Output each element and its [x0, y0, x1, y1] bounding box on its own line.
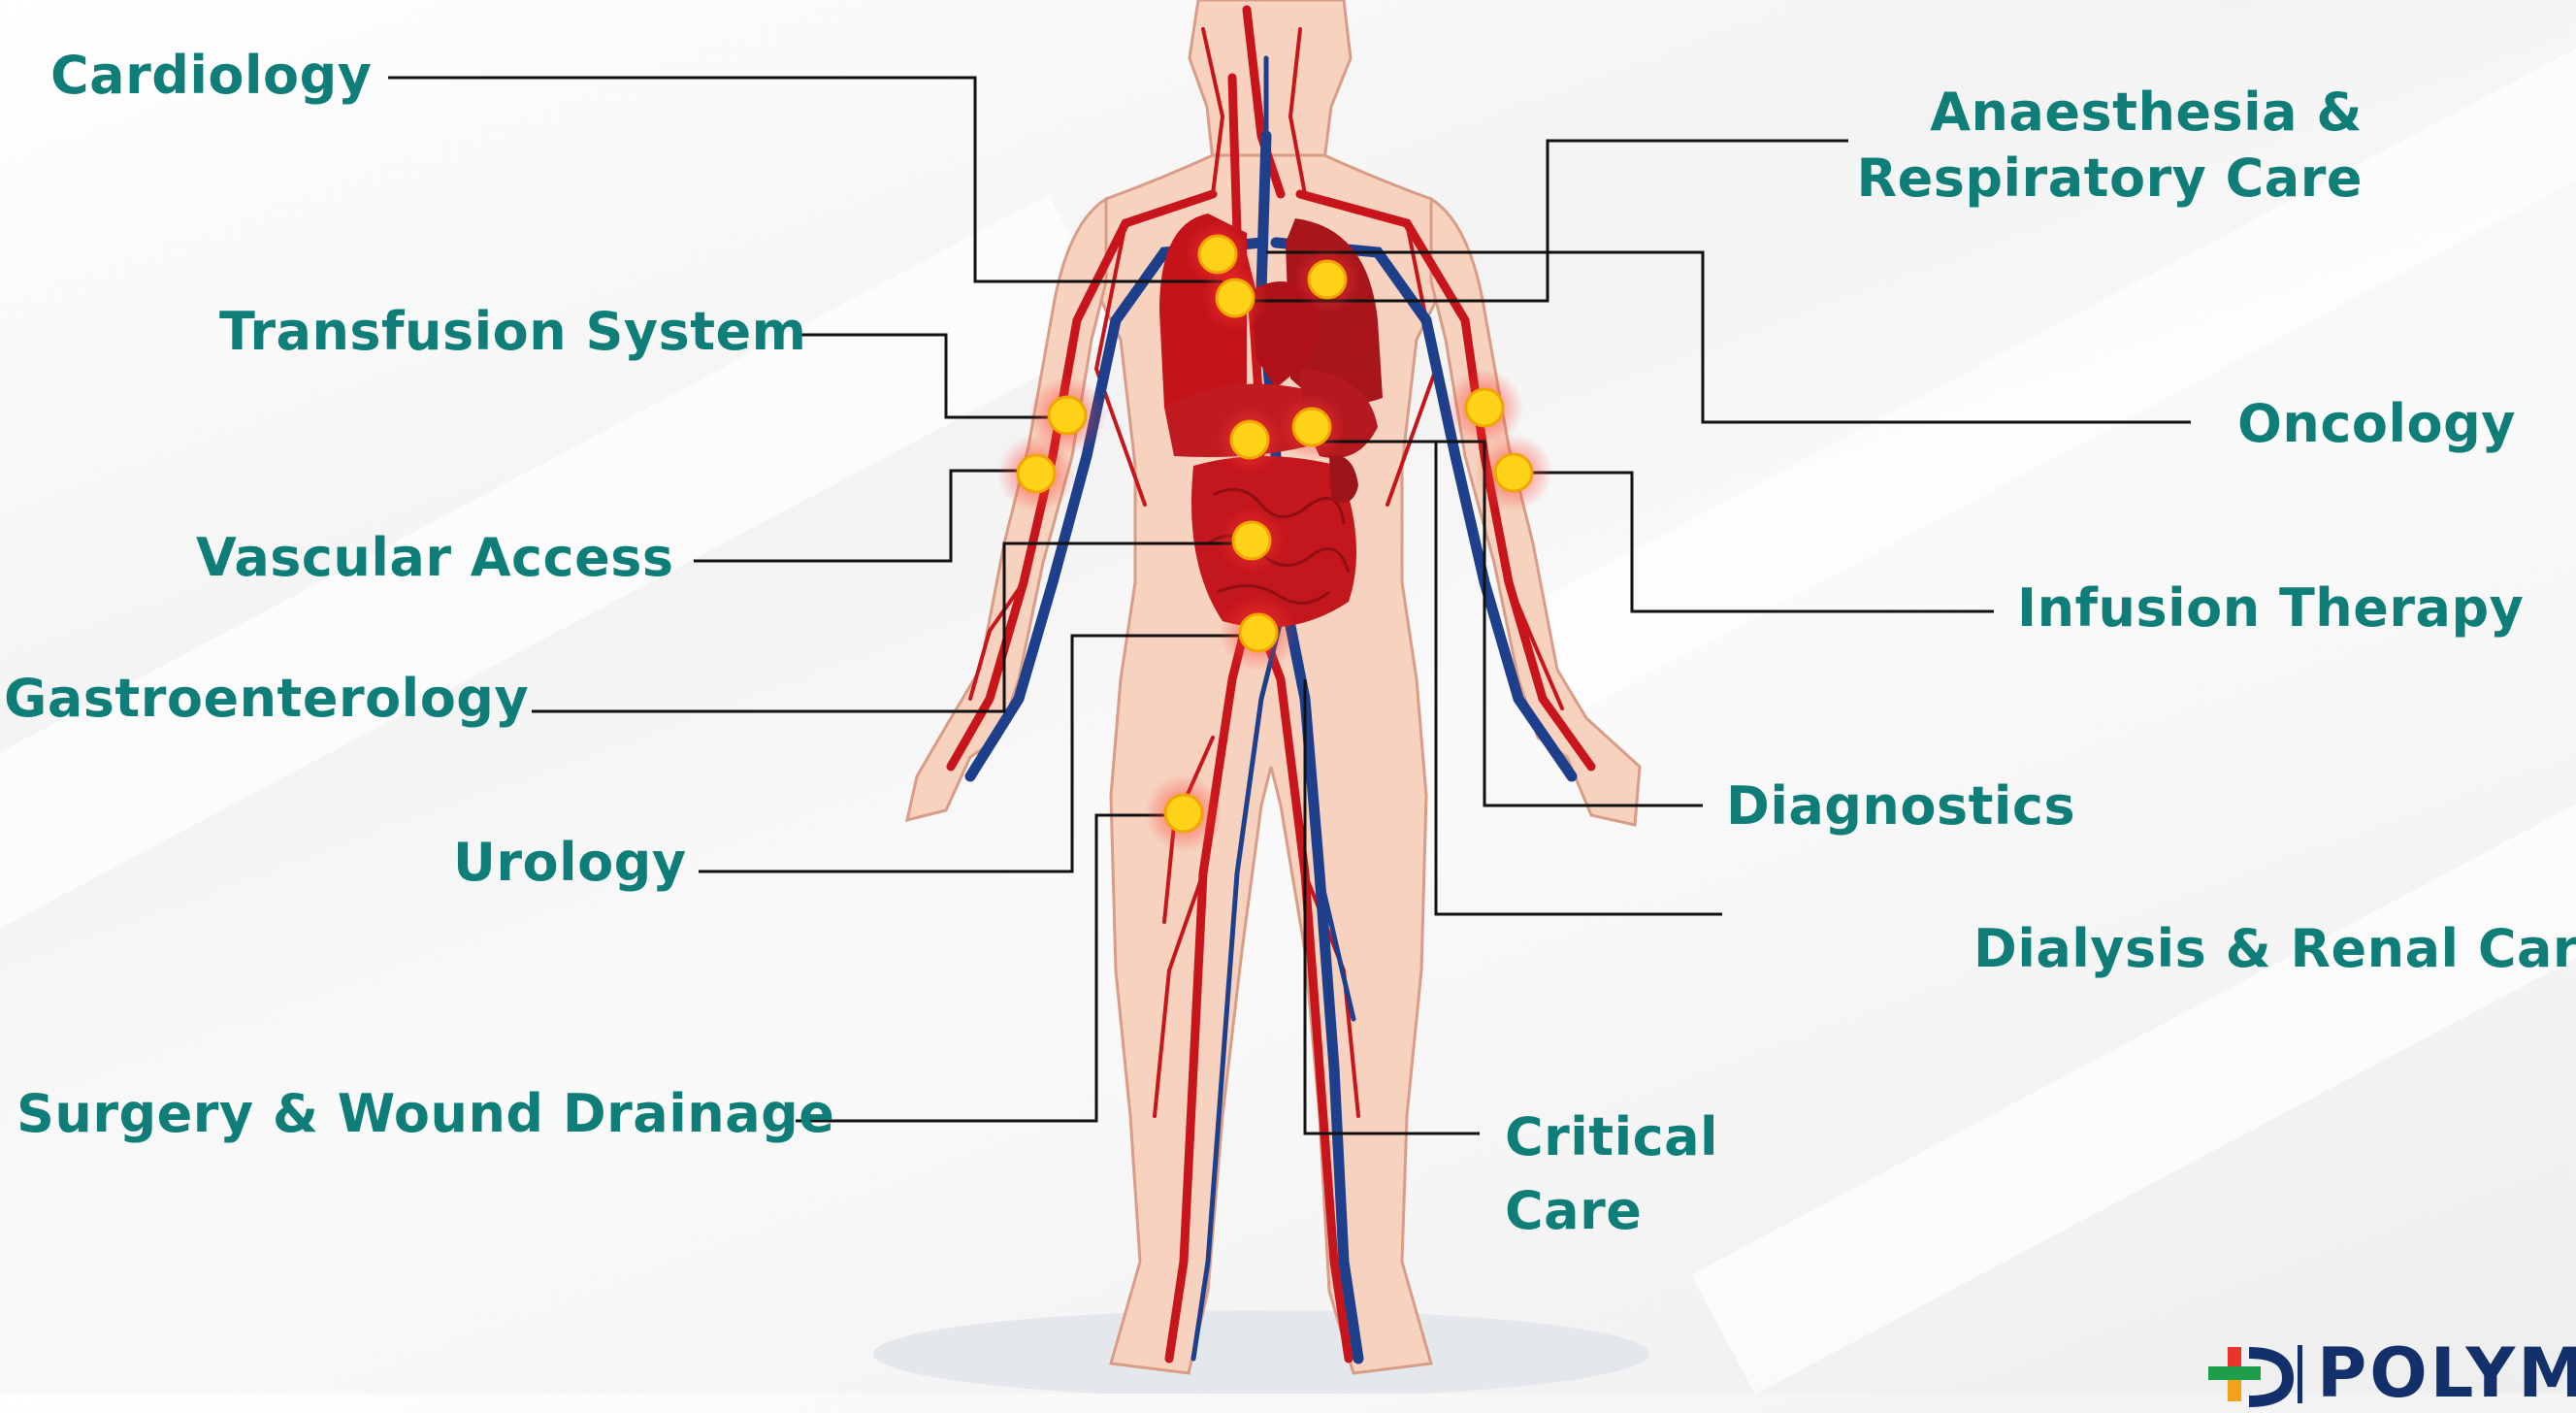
label-infusion-therapy: Infusion Therapy [2017, 575, 2524, 641]
label-gastroenterology: Gastroenterology [4, 666, 529, 732]
label-critical-care: Critical Care [1505, 1101, 1718, 1248]
polymed-logo: POLYM [2201, 1339, 2576, 1407]
label-urology: Urology [453, 830, 687, 896]
hotspot-marker [1294, 246, 1360, 312]
hotspot-marker [1202, 265, 1268, 331]
hotspot-marker [1475, 434, 1552, 511]
label-anaesthesia-respiratory-care: Anaesthesia & Respiratory Care [1848, 80, 2363, 212]
label-diagnostics: Diagnostics [1726, 773, 2075, 839]
hotspot-marker [1220, 594, 1297, 672]
hotspot-marker [1145, 774, 1223, 852]
hotspot-marker [1279, 394, 1345, 460]
hotspot-marker [1217, 407, 1283, 473]
label-surgery-wound-drainage: Surgery & Wound Drainage [16, 1081, 834, 1147]
label-cardiology: Cardiology [50, 43, 372, 109]
floor-shadow [873, 1310, 1649, 1394]
label-critical-line2: Care [1505, 1174, 1718, 1248]
logo-cross-icon [2201, 1339, 2298, 1407]
logo-wordmark: POLYM [2317, 1339, 2576, 1407]
logo-divider [2298, 1345, 2302, 1403]
label-transfusion-system: Transfusion System [219, 299, 806, 365]
label-anaesthesia-line2: Respiratory Care [1848, 146, 2363, 212]
hotspot-marker [1219, 508, 1285, 574]
transfusion-line [800, 335, 1067, 417]
hotspot-marker [997, 435, 1075, 512]
label-dialysis-renal-care: Dialysis & Renal Care [1973, 916, 2576, 982]
label-anaesthesia-line1: Anaesthesia & [1848, 80, 2363, 146]
vascular-line [694, 471, 1038, 561]
label-oncology: Oncology [2237, 391, 2516, 457]
label-critical-line1: Critical [1505, 1101, 1718, 1174]
infusion-line [1514, 473, 1994, 611]
label-vascular-access: Vascular Access [196, 525, 673, 591]
